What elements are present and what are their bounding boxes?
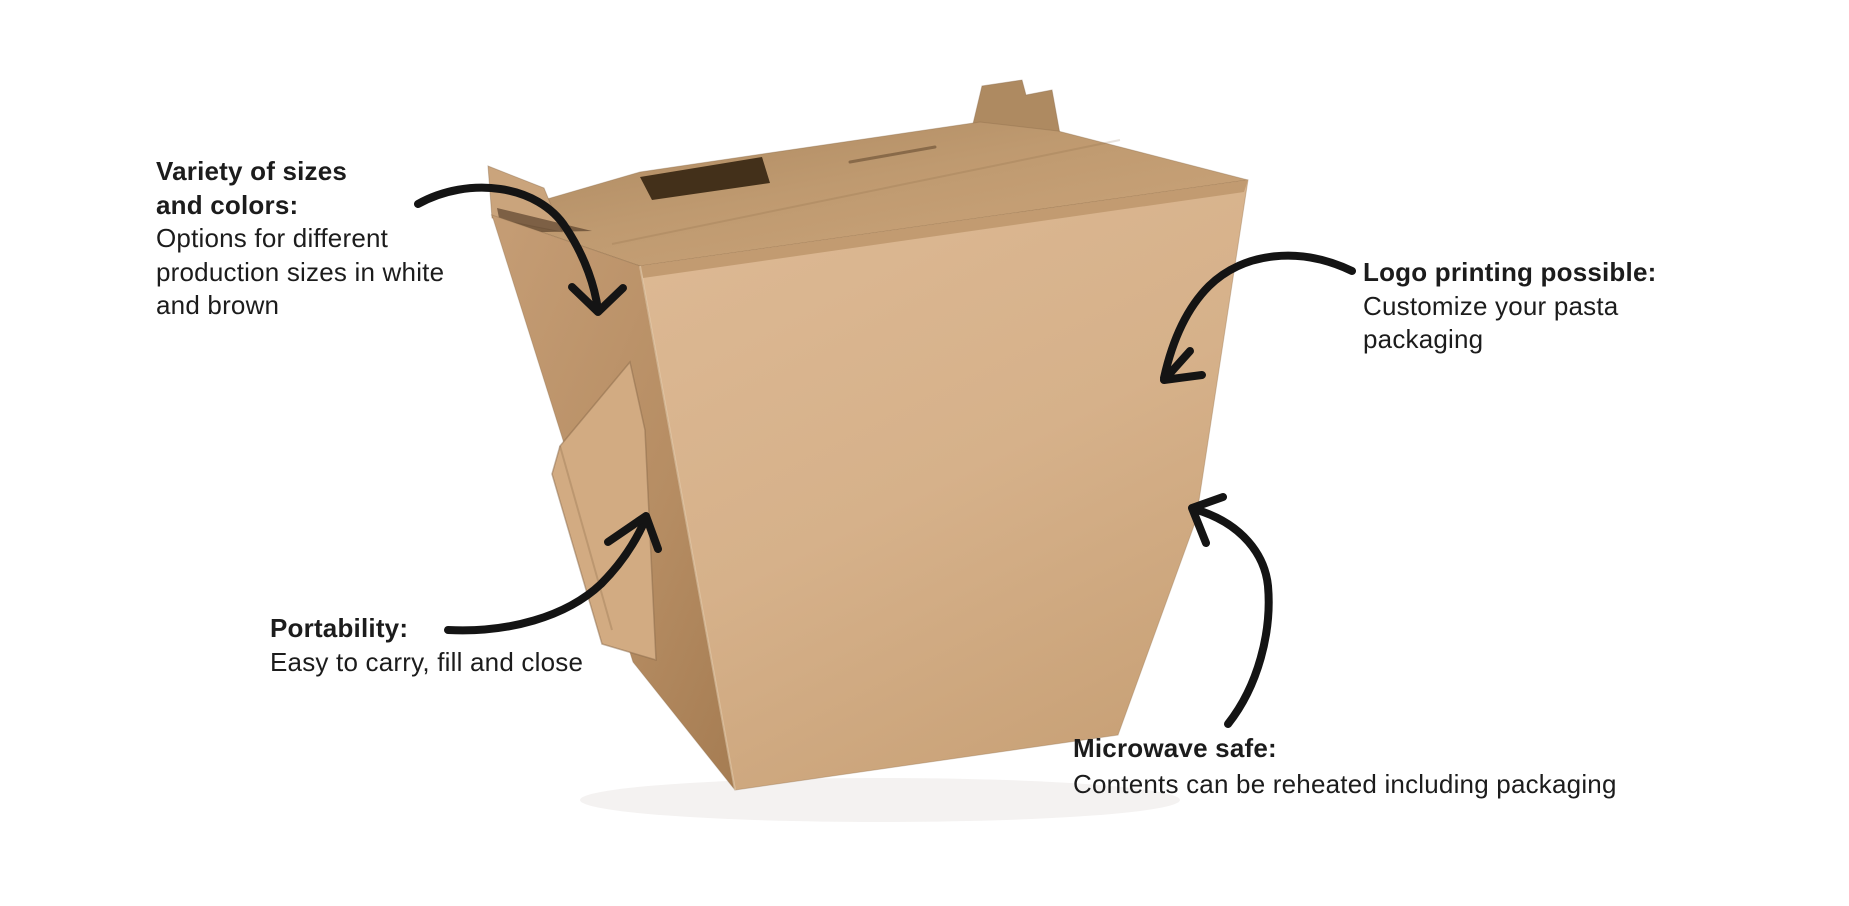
ground-shadow xyxy=(580,778,1180,822)
annotation-microwave-body-line: Contents can be reheated including packa… xyxy=(1073,769,1617,799)
annotation-portability: Portability: Easy to carry, fill and clo… xyxy=(270,612,583,679)
arrow-logo xyxy=(1160,251,1356,384)
annotation-variety-heading-line: Variety of sizes xyxy=(156,156,348,186)
annotation-logo-heading-line: Logo printing possible: xyxy=(1363,257,1657,287)
arrow-variety xyxy=(414,183,627,316)
box-front-left-edge xyxy=(639,265,736,791)
annotation-variety-body-line: and brown xyxy=(156,290,280,320)
annotation-variety-heading-line: and colors: xyxy=(156,189,299,220)
box-front-face xyxy=(639,179,1249,791)
box-lid-edge-strip xyxy=(640,180,1248,278)
annotation-variety: Variety of sizes and colors: Options for… xyxy=(156,155,444,323)
annotation-logo-body-line: packaging xyxy=(1363,324,1484,354)
box-ear-tab-crease xyxy=(559,445,613,631)
arrow-portability xyxy=(444,512,662,635)
box-lid-slit xyxy=(848,145,937,164)
arrow-microwave xyxy=(1188,493,1273,728)
annotation-microwave: Microwave safe: Contents can be reheated… xyxy=(1073,730,1617,802)
annotation-variety-body-line: Options for different xyxy=(156,223,389,253)
annotation-portability-body-line: Easy to carry, fill and close xyxy=(270,646,584,677)
annotation-variety-body-line: production sizes in white xyxy=(156,256,445,287)
annotation-logo: Logo printing possible: Customize your p… xyxy=(1363,256,1656,357)
annotation-portability-heading-line: Portability: xyxy=(270,613,409,643)
box-lid-slot-shadow xyxy=(640,157,770,200)
box-ear-tab xyxy=(551,360,657,662)
annotation-microwave-heading-line: Microwave safe: xyxy=(1073,733,1277,763)
box-lid-crease xyxy=(611,139,1121,245)
annotation-logo-body-line: Customize your pasta xyxy=(1363,290,1619,321)
